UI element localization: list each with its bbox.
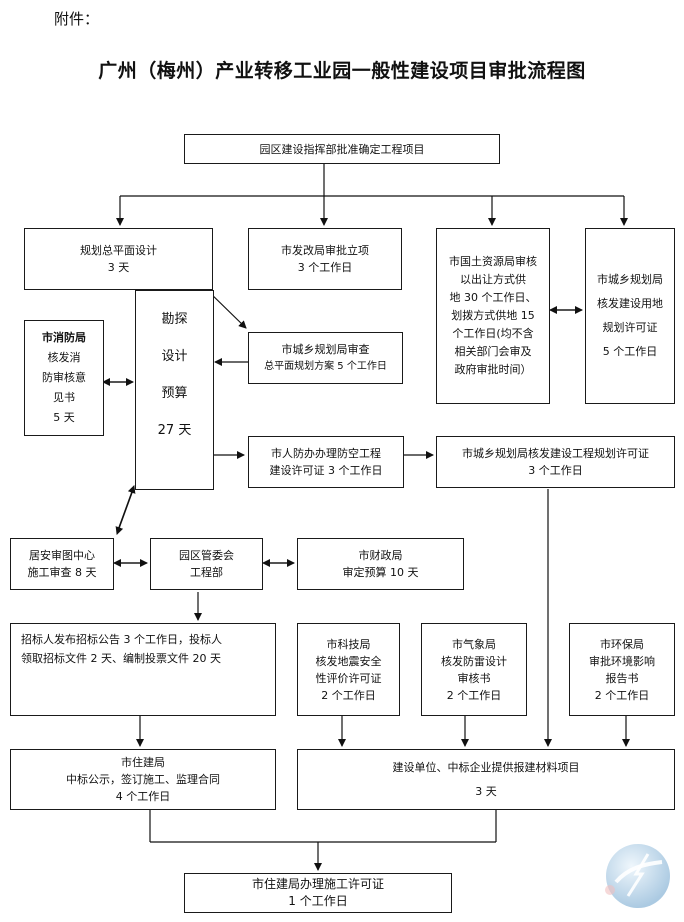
box-line: 2 个工作日 (594, 688, 650, 702)
box-finance-budget: 市财政局 审定预算 10 天 (297, 538, 464, 590)
box-line: 市发改局审批立项 (281, 244, 369, 257)
box-line: 3 个工作日 (297, 261, 353, 274)
box-line: 5 天 (53, 411, 75, 424)
box-survey-design-budget: 勘探 设计 预算 27 天 (135, 290, 214, 490)
box-line: 核发防雷设计 (441, 654, 507, 668)
box-line: 预算 (161, 386, 188, 401)
box-line: 市科技局 (326, 637, 371, 651)
box-engineering-planning-permit: 市城乡规划局核发建设工程规划许可证 3 个工作日 (436, 436, 675, 488)
box-line: 性评价许可证 (315, 671, 382, 685)
box-line: 见书 (53, 391, 75, 404)
box-land-use-permit: 市城乡规划局 核发建设用地 规划许可证 5 个工作日 (585, 228, 675, 404)
box-line: 总平面规划方案 5 个工作日 (264, 361, 387, 372)
box-project-approval: 园区建设指挥部批准确定工程项目 (184, 134, 500, 164)
box-line: 3 天 (107, 261, 130, 274)
box-line: 市城乡规划局审查 (281, 343, 370, 356)
box-line: 报告书 (605, 671, 639, 685)
box-line: 4 个工作日 (115, 790, 171, 803)
box-submit-materials: 建设单位、中标企业提供报建材料项目 3 天 (297, 749, 675, 810)
box-line: 园区建设指挥部批准确定工程项目 (259, 142, 425, 156)
box-line: 市住建局 (121, 756, 165, 769)
box-line: 个工作日(均不含 (452, 327, 534, 340)
box-line: 市人防办办理防空工程 (271, 447, 381, 460)
annex-label: 附件： (54, 10, 100, 28)
box-planning-design: 规划总平面设计 3 天 (24, 228, 213, 290)
box-housing-contracts: 市住建局 中标公示，签订施工、监理合同 4 个工作日 (10, 749, 276, 810)
box-bidding: 招标人发布招标公告 3 个工作日，投标人 领取招标文件 2 天、编制投票文件 2… (10, 623, 276, 716)
box-line: 市消防局 (42, 331, 86, 344)
box-line: 以出让方式供 (460, 273, 526, 286)
box-line: 审核书 (457, 671, 491, 685)
box-line: 施工审查 8 天 (27, 566, 97, 579)
box-line: 居安审图中心 (29, 549, 95, 562)
box-line: 3 个工作日 (528, 464, 583, 477)
box-lightning-design-review: 市气象局 核发防雷设计 审核书 2 个工作日 (421, 623, 527, 716)
box-committee-engineering: 园区管委会 工程部 (150, 538, 263, 590)
box-civil-defense-permit: 市人防办办理防空工程 建设许可证 3 个工作日 (248, 436, 404, 488)
box-line: 设计 (161, 349, 188, 364)
box-line: 3 天 (475, 784, 497, 798)
box-line: 规划总平面设计 (80, 244, 157, 257)
box-line: 核发地震安全 (315, 654, 382, 668)
page-title: 广州（梅州）产业转移工业园一般性建设项目审批流程图 (98, 60, 586, 82)
box-fire-review: 市消防局 核发消 防审核意 见书 5 天 (24, 320, 104, 436)
box-line: 审批环境影响 (589, 654, 655, 668)
box-line: 领取招标文件 2 天、编制投票文件 20 天 (21, 652, 221, 665)
box-line: 划拨方式供地 15 (451, 309, 535, 322)
box-line: 防审核意 (42, 371, 86, 384)
box-line: 园区管委会 (179, 549, 234, 562)
box-line: 市住建局办理施工许可证 (251, 877, 384, 891)
box-line: 相关部门会审及 (454, 345, 532, 358)
box-line: 规划许可证 (602, 321, 658, 334)
box-line: 核发建设用地 (597, 297, 663, 310)
box-land-review: 市国土资源局审核 以出让方式供 地 30 个工作日、 划拨方式供地 15 个工作… (436, 228, 550, 404)
box-construction-permit: 市住建局办理施工许可证 1 个工作日 (184, 873, 452, 913)
box-line: 市城乡规划局核发建设工程规划许可证 (462, 447, 649, 460)
box-line: 地 30 个工作日、 (449, 291, 537, 304)
box-line: 市财政局 (358, 549, 403, 562)
box-site-plan-review: 市城乡规划局审查 总平面规划方案 5 个工作日 (248, 332, 403, 384)
box-line: 27 天 (157, 423, 192, 438)
box-line: 5 个工作日 (602, 345, 658, 358)
box-line: 建设许可证 3 个工作日 (269, 464, 383, 477)
box-line: 勘探 (161, 312, 188, 327)
box-line: 审定预算 10 天 (342, 566, 419, 579)
box-line: 市环保局 (600, 637, 644, 651)
box-line: 2 个工作日 (321, 688, 376, 702)
box-line: 市国土资源局审核 (449, 255, 537, 268)
box-line: 2 个工作日 (446, 688, 502, 702)
box-line: 工程部 (190, 566, 223, 579)
box-line: 核发消 (47, 351, 81, 364)
box-drawing-review-center: 居安审图中心 施工审查 8 天 (10, 538, 114, 590)
box-reform-approval: 市发改局审批立项 3 个工作日 (248, 228, 402, 290)
box-line: 1 个工作日 (288, 894, 348, 908)
box-line: 建设单位、中标企业提供报建材料项目 (392, 760, 580, 774)
box-line: 政府审批时间） (454, 363, 532, 376)
box-seismic-permit: 市科技局 核发地震安全 性评价许可证 2 个工作日 (297, 623, 400, 716)
box-line: 招标人发布招标公告 3 个工作日，投标人 (21, 633, 222, 646)
watermark-logo-icon (605, 844, 670, 908)
box-environmental-impact: 市环保局 审批环境影响 报告书 2 个工作日 (569, 623, 675, 716)
box-line: 中标公示，签订施工、监理合同 (66, 773, 220, 786)
box-line: 市气象局 (452, 637, 496, 651)
box-line: 市城乡规划局 (597, 273, 663, 286)
